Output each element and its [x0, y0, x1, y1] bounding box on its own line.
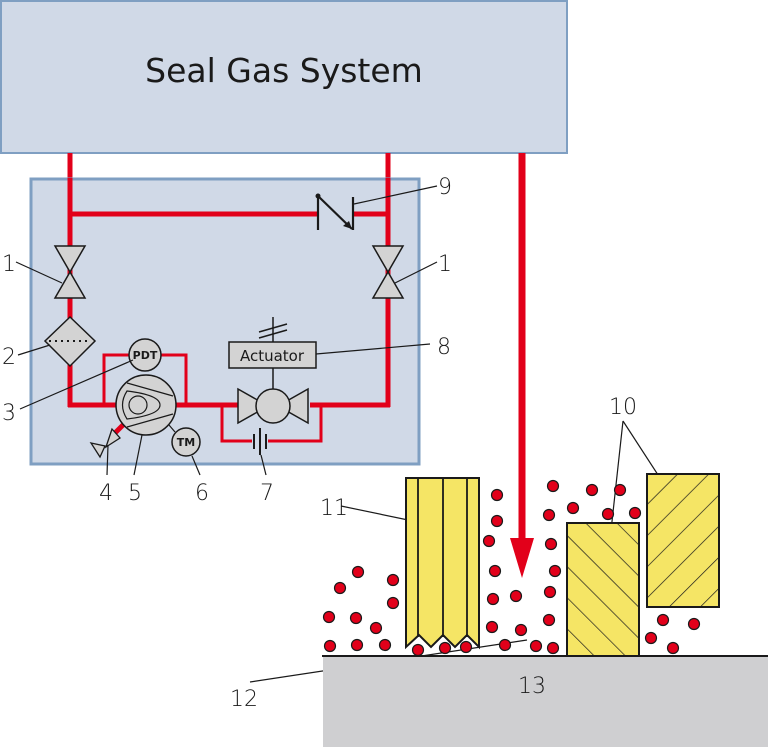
particle [488, 564, 502, 578]
particle [566, 501, 580, 515]
particle [490, 514, 504, 528]
particle [644, 631, 658, 645]
labyrinth-segment-high [646, 473, 720, 608]
booster-compressor-icon [115, 374, 177, 436]
callout-10: 10 [609, 395, 637, 420]
contaminant-particles [322, 479, 701, 657]
orifice-icon [253, 428, 267, 455]
particle [349, 611, 363, 625]
seal-gas-flow-arrow [510, 153, 534, 578]
particle [613, 483, 627, 497]
shaft-surface [322, 655, 768, 747]
seal-gas-system-box: Seal Gas System [0, 0, 568, 154]
isolation-valve-right-icon [371, 245, 405, 299]
particle [546, 641, 560, 655]
labyrinth-segment-low [566, 522, 640, 657]
particle [350, 638, 364, 652]
system-title: Seal Gas System [145, 51, 423, 90]
callout-7: 7 [260, 481, 274, 506]
particle [486, 592, 500, 606]
control-panel [29, 177, 421, 466]
callout-1-right: 1 [438, 252, 452, 277]
callout-4: 4 [99, 481, 113, 506]
actuator-label: Actuator [240, 347, 305, 365]
particle [666, 641, 680, 655]
tm-label: TM [177, 436, 195, 449]
particle [601, 507, 615, 521]
particle [546, 479, 560, 493]
particle [490, 488, 504, 502]
particle [322, 610, 336, 624]
particle [628, 506, 642, 520]
callout-2: 2 [2, 345, 16, 370]
filter-icon [43, 315, 97, 368]
particle [498, 638, 512, 652]
particle [529, 639, 543, 653]
isolation-valve-left-icon [53, 245, 87, 299]
particle [542, 613, 556, 627]
pdt-gauge-icon: PDT [128, 338, 162, 372]
particle [369, 621, 383, 635]
particle [543, 585, 557, 599]
particle [333, 581, 347, 595]
callout-1-left: 1 [2, 252, 16, 277]
particle [485, 620, 499, 634]
callout-5: 5 [128, 481, 142, 506]
temperature-monitor-icon: TM [168, 424, 201, 457]
control-valve-icon [237, 368, 309, 425]
callout-9: 9 [438, 175, 452, 200]
drain-valve-icon [89, 427, 121, 459]
particle [438, 641, 452, 655]
particle [544, 537, 558, 551]
callout-6: 6 [195, 481, 209, 506]
actuator-box: Actuator [228, 317, 317, 369]
callout-12: 12 [230, 687, 258, 712]
pdt-label: PDT [133, 349, 158, 362]
particle [459, 640, 473, 654]
particle [411, 643, 425, 657]
particle [378, 638, 392, 652]
particle [542, 508, 556, 522]
callout-numbers: 1 1 2 3 4 5 6 7 8 9 10 11 12 13 [2, 175, 637, 712]
particle [656, 613, 670, 627]
particle [548, 564, 562, 578]
particle [386, 596, 400, 610]
particle [323, 639, 337, 653]
particle [687, 617, 701, 631]
callout-11: 11 [320, 496, 348, 521]
particle [482, 534, 496, 548]
particle [514, 623, 528, 637]
callout-13: 13 [518, 674, 546, 699]
particle [509, 589, 523, 603]
particle [386, 573, 400, 587]
particle [351, 565, 365, 579]
particle [585, 483, 599, 497]
callout-3: 3 [2, 401, 16, 426]
callout-8: 8 [437, 335, 451, 360]
check-valve-icon [315, 193, 355, 230]
seal-element-11 [405, 477, 480, 650]
